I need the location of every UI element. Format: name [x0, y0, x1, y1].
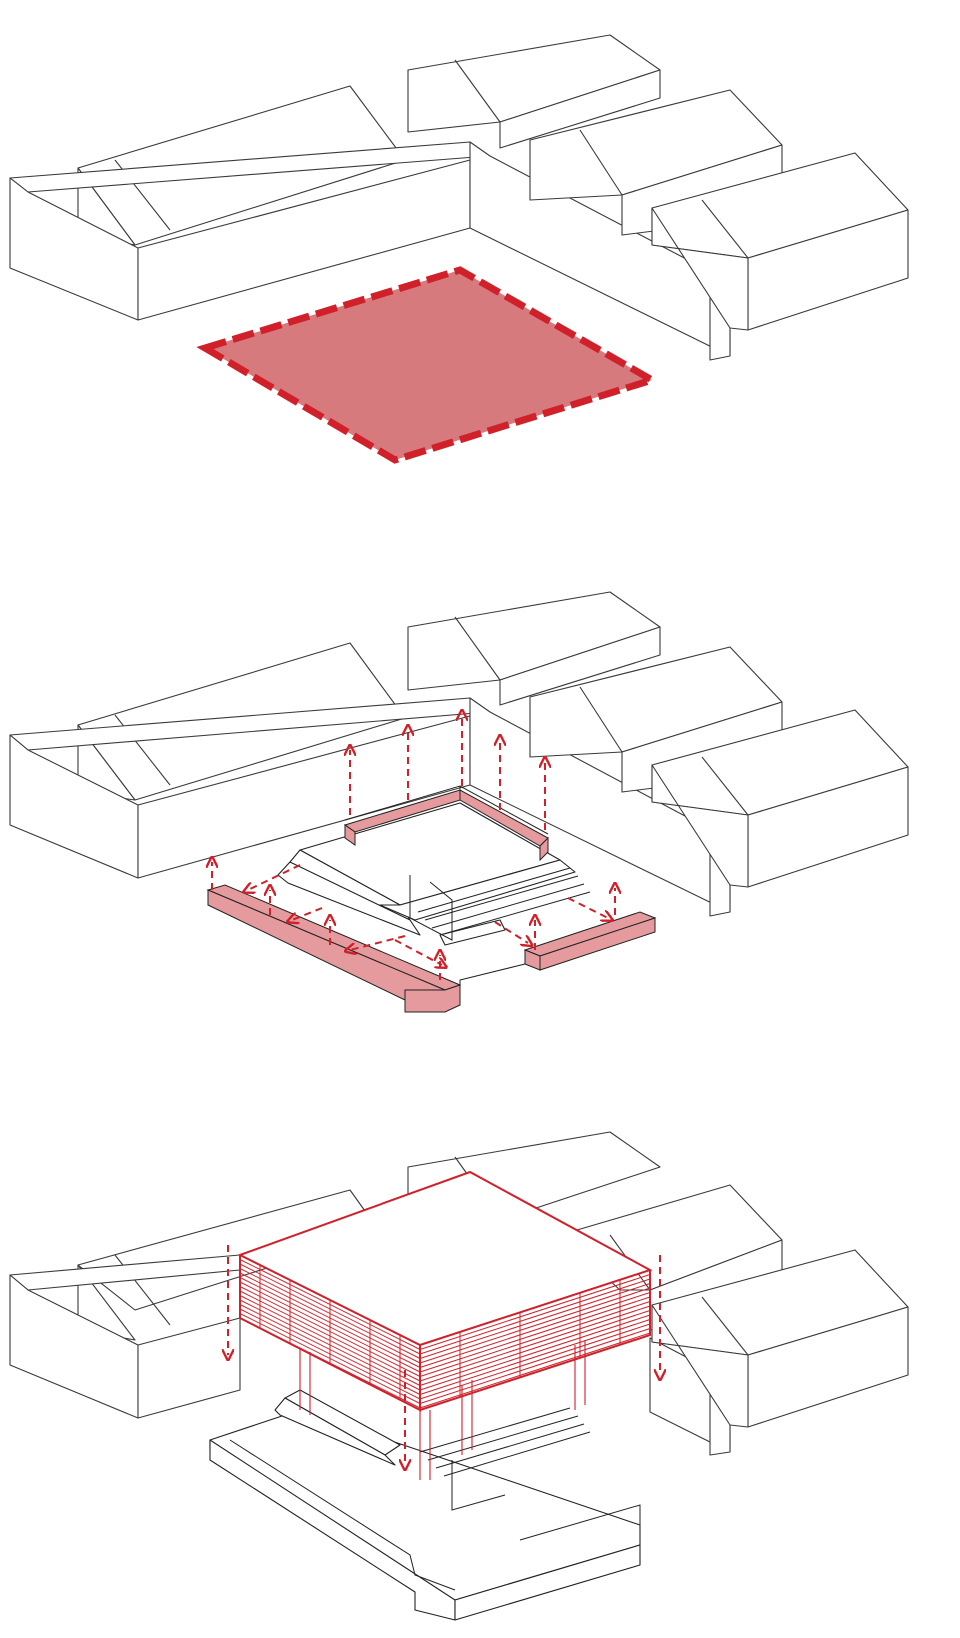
stepped-podium	[277, 802, 591, 946]
context-houses-right-2	[407, 591, 909, 888]
site-boundary	[196, 266, 661, 464]
roof-slat	[419, 1292, 651, 1368]
panel-roof	[9, 1131, 909, 1621]
roof-slat	[419, 1328, 651, 1404]
roof-slat	[419, 1305, 651, 1382]
roof-slat	[419, 1323, 651, 1400]
context-houses-right	[407, 34, 909, 331]
expansion-arrows	[212, 715, 615, 980]
roof-slat	[419, 1296, 651, 1373]
panel-platform	[9, 591, 909, 1013]
roof-slat	[419, 1274, 651, 1350]
roof-columns	[299, 1340, 586, 1480]
platform-base	[209, 1389, 641, 1621]
roof-slat	[419, 1319, 651, 1395]
roof-slat	[419, 1301, 651, 1377]
panel-site	[9, 34, 909, 464]
bench-front-right	[523, 911, 657, 971]
roof-slat	[419, 1283, 651, 1359]
roof-slat	[419, 1287, 651, 1364]
roof-canopy	[228, 1170, 660, 1480]
bench-back	[343, 785, 549, 862]
roof-slat	[419, 1310, 651, 1386]
roof-slats-right	[419, 1274, 651, 1409]
platform-ground-edge	[459, 963, 526, 985]
roof-slat	[419, 1278, 651, 1355]
roof-slat	[419, 1332, 651, 1409]
roof-slat	[419, 1314, 651, 1391]
